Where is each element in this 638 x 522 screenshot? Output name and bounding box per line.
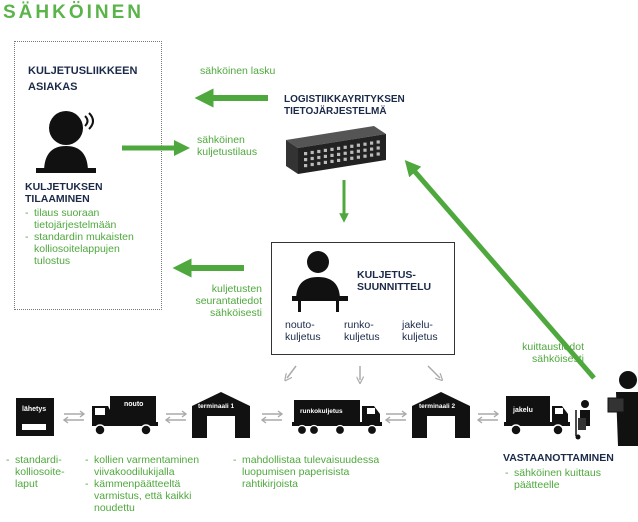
chain-link-arrow: [64, 410, 86, 418]
chain-label-trunk: runkokuljetus: [300, 408, 343, 415]
planning-type-pickup: nouto-kuljetus: [285, 319, 321, 343]
server-vent-dot: [363, 154, 367, 158]
chain-label-terminal-1: terminaali 1: [198, 403, 235, 410]
server-vent-dot: [343, 157, 347, 161]
server-vent-dot: [330, 159, 334, 163]
ordering-heading: KULJETUKSEN TILAAMINEN: [25, 181, 103, 205]
customer-panel: [14, 41, 162, 310]
chain-link-arrow: [62, 416, 84, 424]
chain-trunk-truck-icon: [292, 400, 382, 436]
server-vent-dot: [363, 142, 367, 146]
chain-terminal-2-icon: [412, 392, 470, 438]
label-note-item: standardi-kolliosoite-laput: [6, 454, 65, 490]
server-vent-dot: [356, 143, 360, 147]
planning-type-trunk: runko-kuljetus: [344, 319, 380, 343]
page-title: SÄHKÖINEN: [3, 2, 145, 23]
server-vent-dot: [310, 156, 314, 161]
ordering-bullet: standardin mukaistenkolliosoitelappujent…: [25, 231, 134, 267]
server-vent-dot: [323, 154, 327, 158]
server-vent-dot: [317, 149, 321, 154]
planner-person-icon: [292, 251, 348, 312]
chain-link-arrow: [164, 416, 186, 424]
chain-label-shipment: lähetys: [22, 406, 46, 413]
chain-label-terminal-2: terminaali 2: [419, 403, 456, 410]
receiving-heading: VASTAANOTTAMINEN: [503, 452, 614, 464]
planning-label: KULJETUS-SUUNNITTELU: [357, 269, 432, 293]
server-vent-dot: [317, 155, 321, 160]
server-vent-dot: [363, 148, 367, 152]
server-vent-dot: [317, 161, 321, 166]
chain-link-arrow: [166, 410, 188, 418]
server-vent-dot: [350, 144, 354, 148]
server-vent-dot: [370, 147, 374, 151]
chain-link-arrow: [260, 416, 282, 424]
courier-with-handcart-icon: [575, 400, 590, 440]
chain-label-shipment-icon: [16, 398, 54, 436]
server-vent-dot: [310, 162, 314, 167]
customer-heading: KULJETUSLIIKKEEN ASIAKAS: [28, 65, 138, 93]
chain-link-arrow: [478, 410, 500, 418]
planning-type-delivery: jakelu-kuljetus: [402, 319, 438, 343]
server-vent-dot: [343, 151, 347, 155]
server-vent-dot: [304, 164, 308, 168]
planning-panel: [271, 242, 455, 355]
chain-pickup-truck-icon: [92, 396, 158, 436]
chain-label-delivery: jakelu: [512, 407, 533, 414]
chain-link-arrow: [476, 416, 498, 424]
planning-arrow-delivery: [427, 365, 440, 378]
chain-link-arrow: [384, 416, 406, 424]
pickup-note: kollien varmentaminenviivakoodilukijalla…: [85, 454, 199, 514]
customer-person-icon: [36, 111, 96, 173]
server-vent-dot: [376, 140, 380, 144]
server-vent-dot: [304, 152, 308, 156]
server-vent-dot: [356, 155, 360, 159]
server-vent-dot: [350, 150, 354, 154]
server-icon: [286, 126, 386, 174]
chain-label-pickup: nouto: [124, 401, 143, 408]
server-vent-dot: [337, 152, 341, 156]
server-vent-dot: [370, 153, 374, 157]
server-vent-dot: [310, 150, 314, 155]
invoice-flow-label: sähköinen lasku: [200, 65, 276, 77]
server-vent-dot: [350, 156, 354, 160]
server-vent-dot: [330, 153, 334, 157]
server-vent-dot: [323, 148, 327, 152]
server-vent-dot: [343, 145, 347, 149]
chain-link-arrow: [262, 410, 284, 418]
planning-arrow-pickup: [287, 365, 297, 378]
receiver-person-icon: [607, 371, 638, 446]
receipt-arrow: [404, 159, 596, 380]
server-vent-dot: [337, 146, 341, 150]
server-vent-dot: [356, 149, 360, 153]
chain-link-arrow: [386, 410, 408, 418]
server-vent-dot: [323, 160, 327, 164]
server-vent-dot: [376, 152, 380, 156]
chain-delivery-truck-icon: [504, 396, 570, 436]
server-vent-dot: [330, 147, 334, 151]
server-vent-dot: [304, 158, 308, 162]
server-vent-dot: [337, 158, 341, 162]
server-vent-dot: [376, 146, 380, 150]
chain-terminal-1-icon: [192, 392, 250, 438]
label-note: standardi-kolliosoite-laput: [6, 454, 65, 490]
server-vent-dot: [370, 141, 374, 145]
